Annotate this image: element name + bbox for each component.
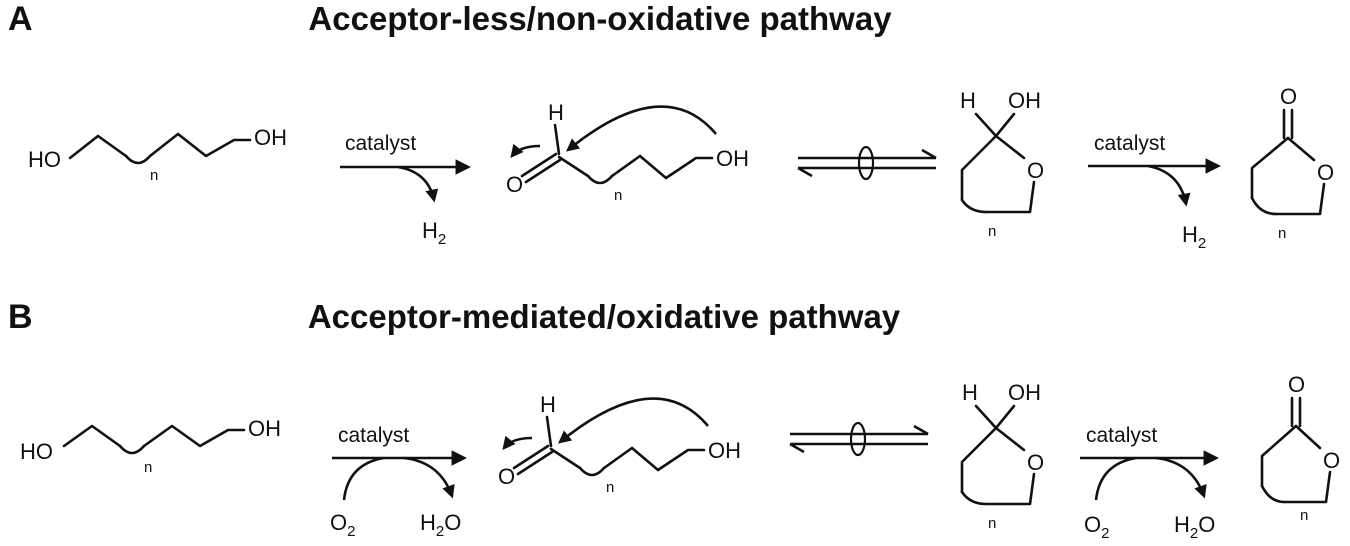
- panel-a: A Acceptor-less/non-oxidative pathway HO…: [8, 0, 1334, 252]
- lactol-structure: H OH O n: [960, 380, 1044, 532]
- repeat-index: n: [1278, 225, 1286, 242]
- water-label: H2O: [1174, 512, 1215, 542]
- aldehyde-h-label: H: [540, 392, 556, 417]
- repeat-index: n: [606, 479, 614, 496]
- lactol-structure: H OH O n: [960, 88, 1044, 240]
- reagent-label: catalyst: [1086, 424, 1157, 447]
- repeat-index: n: [150, 167, 158, 184]
- reaction-arrow: catalyst O2 H2O: [330, 424, 468, 540]
- diol-structure: HO OH n: [20, 416, 281, 476]
- diol-structure: HO OH n: [28, 125, 287, 184]
- repeat-index: n: [1300, 507, 1308, 524]
- equilibrium-arrows: [789, 421, 929, 457]
- oxidant-label: O2: [330, 510, 355, 540]
- panel-label: A: [8, 0, 33, 38]
- hydroxy-aldehyde-structure: H O OH n: [506, 100, 749, 204]
- reagent-label: catalyst: [1094, 132, 1165, 155]
- hydroxyl-label: OH: [1008, 380, 1041, 405]
- hydroxyl-label: OH: [254, 125, 287, 150]
- hydroxyl-label: OH: [716, 146, 749, 171]
- panel-title: Acceptor-mediated/oxidative pathway: [308, 298, 901, 335]
- hydroxyl-label: OH: [248, 416, 281, 441]
- lactone-structure: O O n: [1260, 372, 1340, 524]
- hydroxyl-label: HO: [28, 147, 61, 172]
- ring-o-label: O: [1317, 160, 1334, 185]
- carbonyl-o-label: O: [498, 464, 515, 489]
- reagent-label: catalyst: [338, 424, 409, 447]
- repeat-index: n: [988, 223, 996, 240]
- lactol-h-label: H: [960, 88, 976, 113]
- repeat-index: n: [988, 515, 996, 532]
- carbonyl-o-label: O: [1288, 372, 1305, 397]
- hydroxyl-label: OH: [1008, 88, 1041, 113]
- hydroxyl-label: HO: [20, 439, 53, 464]
- repeat-index: n: [144, 459, 152, 476]
- lactol-h-label: H: [962, 380, 978, 405]
- panel-title: Acceptor-less/non-oxidative pathway: [308, 0, 892, 37]
- carbonyl-o-label: O: [1280, 84, 1297, 109]
- equilibrium-arrows: [797, 145, 937, 181]
- byproduct-label: H2: [422, 218, 446, 248]
- lactone-structure: O O n: [1250, 84, 1334, 242]
- byproduct-label: H2: [1182, 222, 1206, 252]
- ring-o-label: O: [1027, 158, 1044, 183]
- ring-o-label: O: [1027, 450, 1044, 475]
- reaction-arrow: catalyst H2: [1088, 132, 1222, 252]
- repeat-index: n: [614, 187, 622, 204]
- panel-b: B Acceptor-mediated/oxidative pathway HO…: [8, 298, 1340, 542]
- panel-label: B: [8, 298, 33, 336]
- reaction-arrow: catalyst O2 H2O: [1080, 424, 1220, 542]
- water-label: H2O: [420, 510, 461, 540]
- carbonyl-o-label: O: [506, 172, 523, 197]
- reagent-label: catalyst: [345, 132, 416, 155]
- aldehyde-h-label: H: [548, 100, 564, 125]
- hydroxyl-label: OH: [708, 438, 741, 463]
- hydroxy-aldehyde-structure: H O OH n: [498, 392, 741, 496]
- reaction-arrow: catalyst H2: [340, 132, 472, 248]
- oxidant-label: O2: [1084, 512, 1109, 542]
- ring-o-label: O: [1323, 448, 1340, 473]
